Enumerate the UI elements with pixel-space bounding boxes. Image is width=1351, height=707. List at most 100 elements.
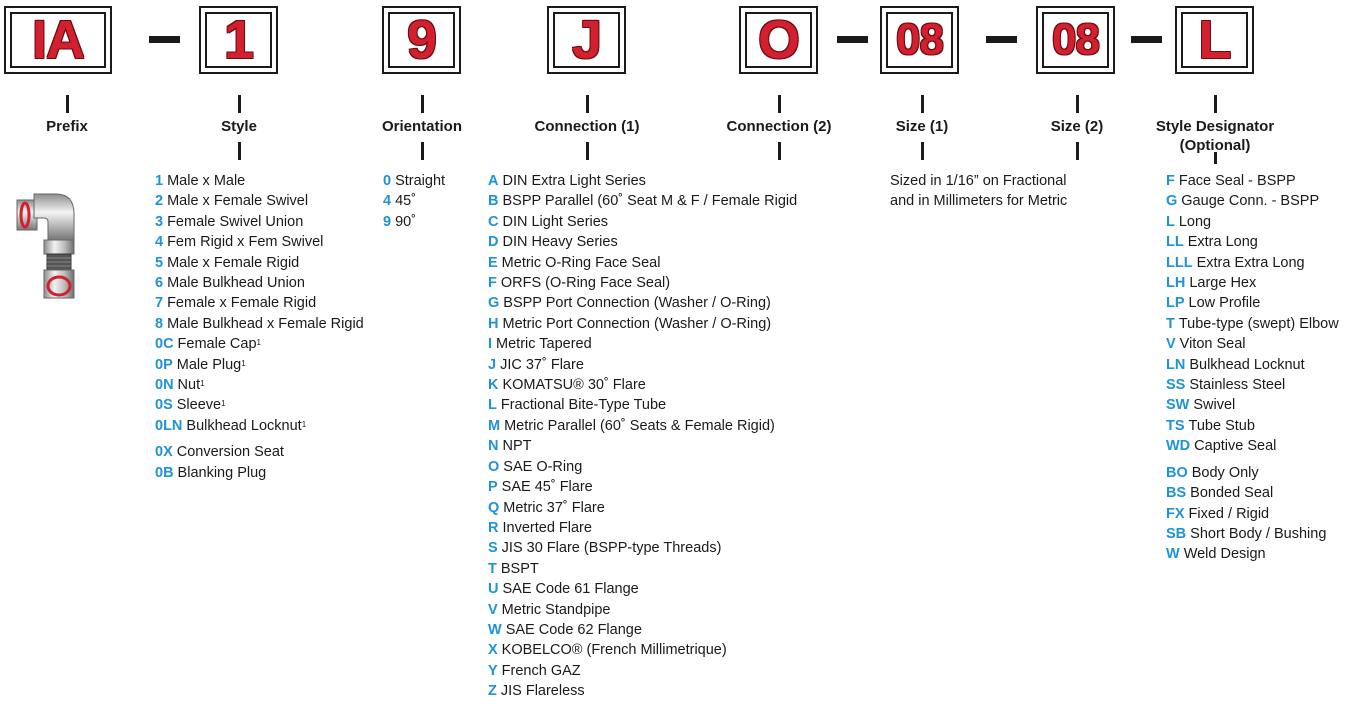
connector-line bbox=[1214, 95, 1217, 113]
option-code: Y bbox=[488, 662, 498, 679]
option-text: Gauge Conn. - BSPP bbox=[1181, 193, 1320, 210]
option-text: BSPT bbox=[500, 560, 539, 577]
connector-line bbox=[1214, 152, 1217, 164]
option-code: LP bbox=[1166, 295, 1185, 312]
option-text: KOBELCO® (French Millimetrique) bbox=[501, 642, 727, 659]
option-code: G bbox=[1166, 193, 1178, 210]
option-code: V bbox=[488, 601, 498, 618]
connector-line bbox=[921, 142, 924, 160]
connector-line bbox=[1076, 95, 1079, 113]
connector-line bbox=[586, 142, 589, 160]
option-text: Short Body / Bushing bbox=[1190, 525, 1327, 542]
option-code: W bbox=[488, 621, 502, 638]
option-code: O bbox=[488, 458, 500, 475]
connection2-box-value: O bbox=[745, 10, 812, 70]
orientation-box-value: 9 bbox=[388, 10, 455, 70]
option-text: Tube Stub bbox=[1188, 417, 1255, 434]
connection2-box: O bbox=[739, 6, 818, 74]
connection1-box: J bbox=[547, 6, 626, 74]
option-code: S bbox=[488, 540, 498, 557]
option-text: Inverted Flare bbox=[502, 519, 592, 536]
option-code: LH bbox=[1166, 275, 1186, 292]
designator-label-line1: Style Designator bbox=[1155, 118, 1275, 135]
option-text: Male Bulkhead Union bbox=[167, 275, 305, 292]
option-text: SAE Code 62 Flange bbox=[505, 621, 642, 638]
option-text: BSPP Port Connection (Washer / O-Ring) bbox=[503, 295, 771, 312]
size-note: Sized in 1/16” on Fractional and in Mill… bbox=[890, 171, 1067, 212]
option-code: 9 bbox=[383, 213, 392, 230]
option-code: 0B bbox=[155, 464, 174, 481]
option-code: K bbox=[488, 377, 499, 394]
option-text: DIN Light Series bbox=[502, 213, 609, 230]
connection1-label: Connection (1) bbox=[534, 118, 640, 135]
option-code: 0P bbox=[155, 356, 173, 373]
separator-dash bbox=[149, 36, 180, 43]
option-code: C bbox=[488, 213, 499, 230]
option-text: SAE O-Ring bbox=[503, 458, 583, 475]
option-text: Conversion Seat bbox=[176, 444, 284, 461]
size-note-line: Sized in 1/16” on Fractional bbox=[890, 173, 1067, 189]
size2-label: Size (2) bbox=[1050, 118, 1104, 135]
option-code: E bbox=[488, 254, 498, 271]
option-code: N bbox=[488, 438, 499, 455]
option-code: I bbox=[488, 336, 493, 353]
option-code: J bbox=[488, 356, 497, 373]
footnote-marker: 1 bbox=[200, 379, 205, 389]
option-code: LN bbox=[1166, 356, 1186, 373]
option-code: A bbox=[488, 173, 499, 189]
option-text: Stainless Steel bbox=[1189, 377, 1286, 394]
option-code: L bbox=[1166, 213, 1175, 230]
option-code: SW bbox=[1166, 397, 1190, 414]
option-code: 0C bbox=[155, 336, 174, 353]
option-text: Body Only bbox=[1191, 464, 1259, 481]
designator-label: Style Designator (Optional) bbox=[1156, 117, 1274, 155]
option-code: 4 bbox=[155, 234, 164, 251]
option-text: Metric Port Connection (Washer / O-Ring) bbox=[502, 315, 772, 332]
option-text: JIC 37˚ Flare bbox=[500, 356, 584, 373]
connector-line bbox=[1076, 142, 1079, 160]
option-code: D bbox=[488, 234, 499, 251]
option-text: Blanking Plug bbox=[177, 464, 267, 481]
prefix-label: Prefix bbox=[46, 118, 88, 135]
option-code: 8 bbox=[155, 315, 164, 332]
option-text: DIN Extra Light Series bbox=[502, 173, 646, 189]
option-code: 3 bbox=[155, 213, 164, 230]
connection1-box-value: J bbox=[553, 10, 620, 70]
separator-dash bbox=[986, 36, 1017, 43]
option-text: 45˚ bbox=[395, 193, 417, 210]
option-code: BO bbox=[1166, 464, 1188, 481]
size1-box: 08 bbox=[880, 6, 959, 74]
option-text: Viton Seal bbox=[1179, 336, 1246, 353]
connector-line bbox=[778, 95, 781, 113]
connector-line bbox=[421, 142, 424, 160]
option-text: Metric Tapered bbox=[496, 336, 592, 353]
orientation-box: 9 bbox=[382, 6, 461, 74]
option-code: SS bbox=[1166, 377, 1186, 394]
footnote-marker: 1 bbox=[301, 419, 307, 429]
